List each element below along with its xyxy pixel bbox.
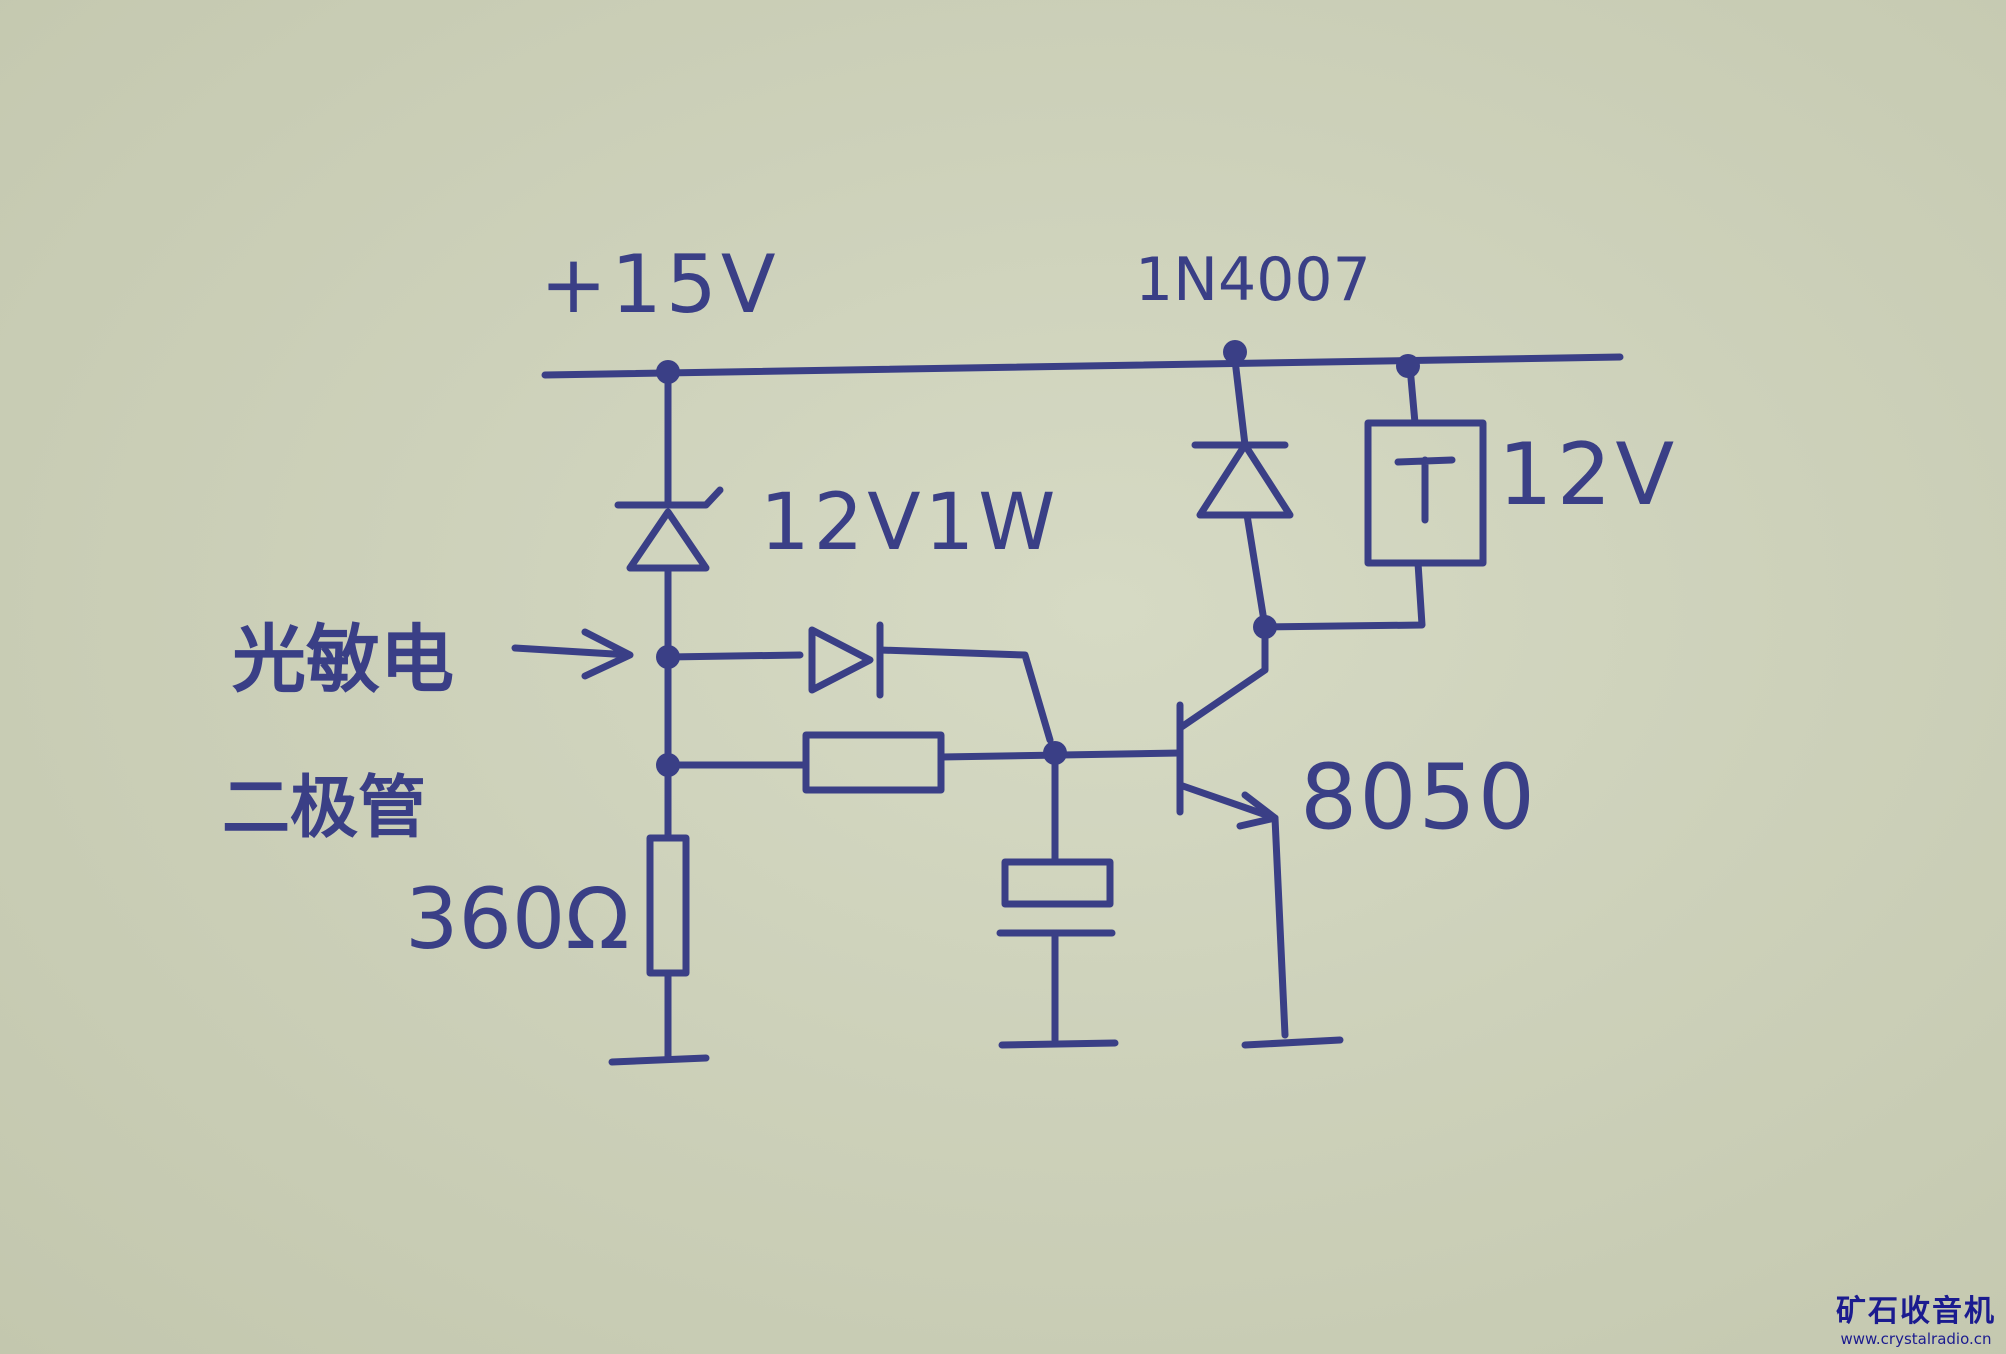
label-sensor-line1: 光敏电 [232,617,454,703]
junction-left-mid [656,753,680,777]
right-ground [1241,1036,1344,1049]
capacitor-plate [1001,858,1114,908]
left-ground [608,1054,710,1066]
top-diode-triangle [1196,441,1294,519]
label-diode-top: 1N4007 [1135,245,1371,315]
relay-coil-t [1394,456,1456,524]
transistor-collector [1176,623,1269,732]
mid-diode-wire-left [664,651,804,661]
label-zener: 12V1W [760,478,1060,568]
zener-triangle [626,508,710,572]
label-sensor-line2: 二极管 [222,769,427,848]
left-resistor [646,834,690,977]
mid-resistor [802,731,945,794]
relay-wire-bottom [1261,559,1426,631]
watermark: 矿石收音机 www.crystalradio.cn [1836,1286,1996,1348]
junction-rail-left [656,360,680,384]
junction-rail-relay [1396,354,1420,378]
cap-ground [998,1039,1119,1049]
label-supply: +15V [540,238,780,331]
watermark-url: www.crystalradio.cn [1840,1330,1992,1348]
top-diode-wire-down [1243,511,1269,631]
relay-coil-box [1364,419,1487,567]
watermark-title: 矿石收音机 [1836,1294,1996,1329]
label-resistor: 360Ω [405,870,630,968]
zener-bar [614,486,724,509]
label-transistor: 8050 [1300,745,1538,850]
junction-rail-diode [1223,340,1247,364]
mid-diode-triangle [808,626,874,694]
transistor-emitter-arrow [1236,791,1279,830]
supply-rail [541,353,1624,379]
junction-sensor [656,645,680,669]
junction-base [1043,741,1067,765]
sensor-arrow [511,628,634,680]
label-relay: 12V [1498,425,1679,525]
top-diode-wire [1231,356,1249,449]
junction-collector [1253,615,1277,639]
mid-diode-wire-right [876,646,1054,744]
